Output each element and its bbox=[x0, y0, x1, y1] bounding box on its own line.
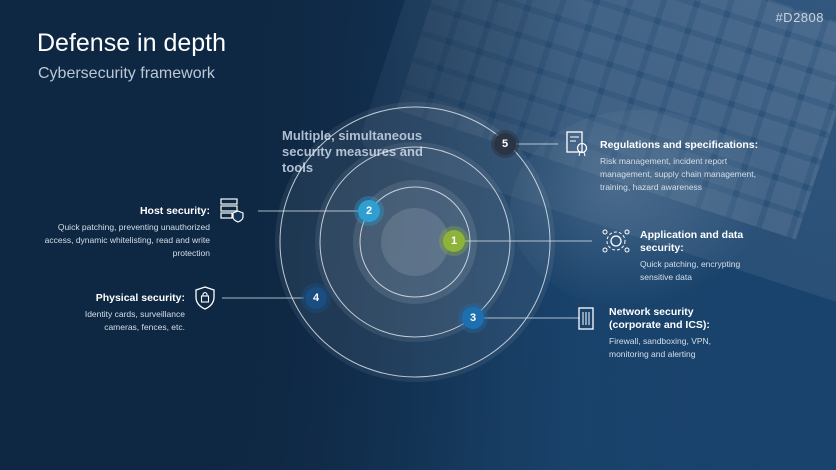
shield-lock-icon bbox=[195, 286, 215, 310]
block-physical: Physical security: Identity cards, surve… bbox=[60, 292, 185, 334]
node-2-badge: 2 bbox=[358, 200, 380, 222]
ring-inner-fill bbox=[353, 180, 477, 304]
node-5-badge: 5 bbox=[494, 133, 516, 155]
block-application: Application and data security: Quick pat… bbox=[640, 229, 765, 284]
slide-tag: #D2808 bbox=[775, 10, 824, 25]
node-3-badge: 3 bbox=[462, 307, 484, 329]
ring-inner-line bbox=[359, 186, 471, 298]
ring-outer-line bbox=[279, 106, 551, 378]
node-1-badge: 1 bbox=[443, 230, 465, 252]
block-application-heading: Application and data security: bbox=[640, 229, 744, 254]
page-title: Defense in depth bbox=[37, 29, 227, 57]
server-shield-icon bbox=[220, 198, 244, 223]
block-physical-text: Identity cards, surveillance cameras, fe… bbox=[84, 309, 185, 332]
block-regulations-text: Risk management, incident report managem… bbox=[600, 156, 756, 192]
block-application-text: Quick patching, encrypting sensitive dat… bbox=[640, 259, 741, 282]
block-host-heading: Host security: bbox=[139, 205, 210, 217]
block-physical-heading: Physical security: bbox=[95, 292, 185, 304]
node-4-badge: 4 bbox=[305, 287, 327, 309]
block-host: Host security: Quick patching, preventin… bbox=[30, 205, 210, 260]
block-host-text: Quick patching, preventing unauthorized … bbox=[44, 222, 210, 258]
ring-outer-fill bbox=[275, 102, 555, 382]
ring-mid-fill bbox=[315, 142, 515, 342]
block-regulations: Regulations and specifications: Risk man… bbox=[600, 139, 770, 194]
ring-core-fill bbox=[381, 208, 449, 276]
block-network-text: Firewall, sandboxing, VPN, monitoring an… bbox=[609, 336, 712, 359]
gear-network-icon bbox=[602, 229, 630, 253]
page-subtitle: Cybersecurity framework bbox=[38, 65, 215, 82]
building-icon bbox=[578, 307, 594, 330]
block-network-heading: Network security (corporate and ICS): bbox=[609, 306, 710, 331]
block-regulations-heading: Regulations and specifications: bbox=[600, 139, 759, 151]
ring-mid-line bbox=[319, 146, 511, 338]
block-network: Network security (corporate and ICS): Fi… bbox=[609, 306, 739, 361]
document-seal-icon bbox=[566, 131, 588, 157]
